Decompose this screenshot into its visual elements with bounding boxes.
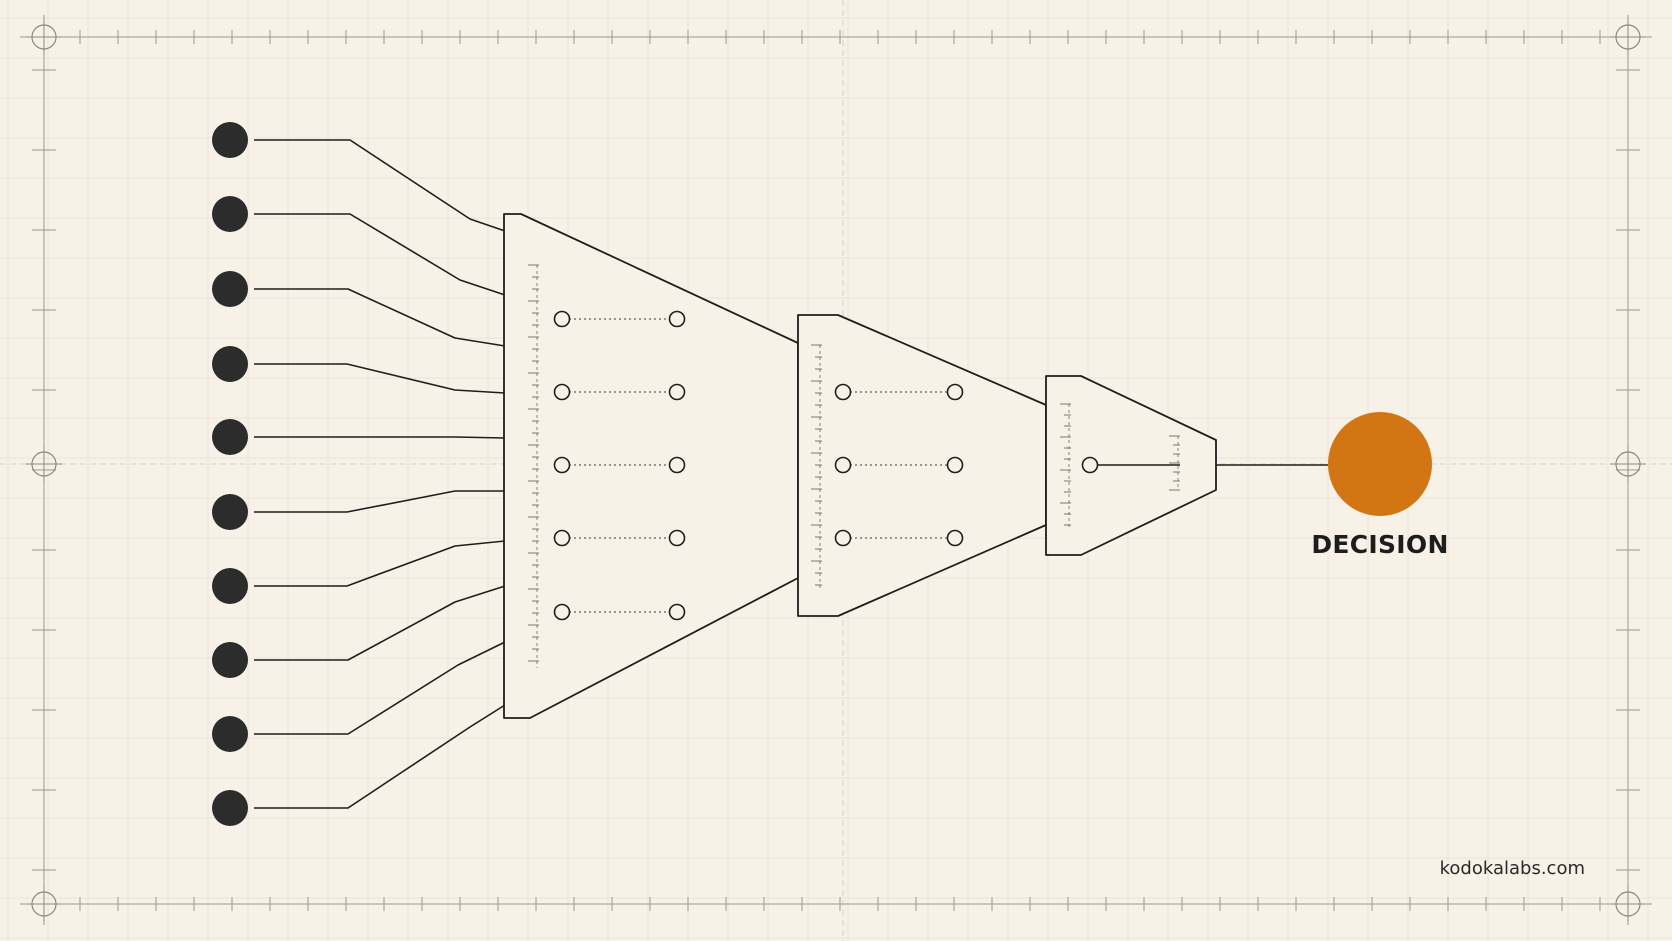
stage-3-node xyxy=(1081,456,1099,474)
input-node-3 xyxy=(212,271,248,307)
stage-2-pair-2-node-a xyxy=(834,456,852,474)
input-node-5 xyxy=(212,419,248,455)
input-node-1 xyxy=(212,122,248,158)
stage-1-pair-1-node-b xyxy=(668,310,686,328)
stage-1-pair-5-node-b xyxy=(668,603,686,621)
input-wire-8 xyxy=(254,585,506,661)
input-wire-2 xyxy=(254,213,506,296)
input-node-4 xyxy=(212,346,248,382)
stage-1-pair-3-node-b xyxy=(668,456,686,474)
stage-1-pair-1-node-a xyxy=(553,310,571,328)
stage-2-pair-3-node-b xyxy=(946,529,964,547)
stage-2-pair-3-node-a xyxy=(834,529,852,547)
decision-label: DECISION xyxy=(1311,530,1448,559)
stage-1-funnel xyxy=(503,213,799,719)
stage-1-pair-2-node-a xyxy=(553,383,571,401)
stage-1-pair-5-node-a xyxy=(553,603,571,621)
input-wire-10 xyxy=(254,704,506,809)
input-node-8 xyxy=(212,642,248,678)
input-node-2 xyxy=(212,196,248,232)
input-wire-6 xyxy=(254,490,505,513)
funnel-stages xyxy=(503,213,1217,719)
input-wire-5 xyxy=(254,436,506,439)
stage-2-pair-1-node-b xyxy=(946,383,964,401)
blueprint-frame xyxy=(20,15,1652,925)
stage-1-pair-4-node-b xyxy=(668,529,686,547)
input-node-10 xyxy=(212,790,248,826)
input-node-9 xyxy=(212,716,248,752)
stage-2-pair-1-node-a xyxy=(834,383,852,401)
input-wire-3 xyxy=(254,288,506,347)
nodes xyxy=(212,122,1432,826)
input-wire-4 xyxy=(254,363,506,394)
input-node-7 xyxy=(212,568,248,604)
decision-node xyxy=(1328,412,1432,516)
stage-1-pair-4-node-a xyxy=(553,529,571,547)
input-wire-7 xyxy=(254,540,506,587)
input-node-6 xyxy=(212,494,248,530)
watermark-url: kodokalabs.com xyxy=(1440,858,1585,879)
stage-1-pair-2-node-b xyxy=(668,383,686,401)
stage-2-pair-2-node-b xyxy=(946,456,964,474)
input-wire-9 xyxy=(254,641,506,735)
input-wire-1 xyxy=(254,139,506,232)
stage-1-pair-3-node-a xyxy=(553,456,571,474)
